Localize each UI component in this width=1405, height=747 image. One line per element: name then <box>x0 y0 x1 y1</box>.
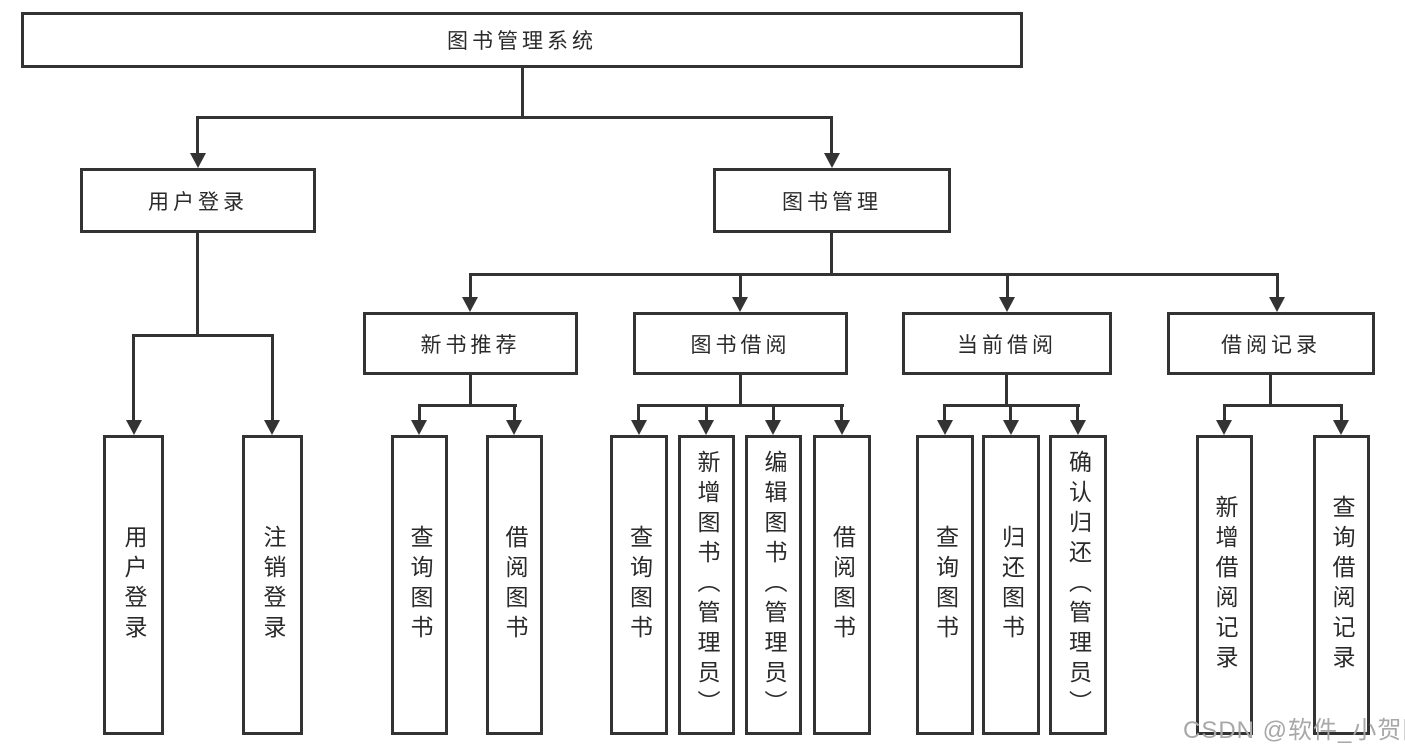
connector-current-borrow-stub <box>1005 375 1008 407</box>
arrowhead-bw-edit <box>765 420 781 435</box>
connector-stem-leaf-user-login <box>132 334 135 420</box>
leaf-logout-label: 注销登录 <box>260 525 286 645</box>
leaf-nb-query-books-label: 查询图书 <box>407 525 433 645</box>
leaf-bw-borrow-books-label: 借阅图书 <box>829 525 856 645</box>
connector-stem-leaf-logout <box>271 334 274 420</box>
arrowhead-cu-query <box>937 420 953 435</box>
arrowhead-borrow-records <box>1269 297 1285 312</box>
connector-borrow-records-hline <box>1223 404 1343 407</box>
leaf-cu-return-books: 归还图书 <box>982 435 1040 735</box>
connector-stem-cu-return <box>1009 404 1012 421</box>
leaf-nb-query-books: 查询图书 <box>391 435 448 735</box>
node-current-borrow-label: 当前借阅 <box>957 333 1057 357</box>
connector-book-borrow-stub <box>739 375 742 407</box>
connector-stem-book-management <box>830 116 833 154</box>
arrowhead-cu-confirm <box>1070 420 1086 435</box>
arrowhead-nb-borrow <box>506 420 522 435</box>
arrowhead-current-borrow <box>999 297 1015 312</box>
leaf-bw-edit-books-admin: 编辑图书（管理员） <box>745 435 802 735</box>
arrowhead-bw-query <box>631 420 647 435</box>
connector-book-borrow-hline <box>637 404 844 407</box>
node-book-borrow: 图书借阅 <box>633 312 848 375</box>
arrowhead-new-book <box>462 297 478 312</box>
leaf-user-login-label: 用户登录 <box>121 525 147 645</box>
node-borrow-records: 借阅记录 <box>1167 312 1375 375</box>
node-root-label: 图书管理系统 <box>447 30 597 53</box>
connector-new-book-hline <box>418 404 517 407</box>
leaf-bw-borrow-books: 借阅图书 <box>813 435 871 735</box>
leaf-logout: 注销登录 <box>242 435 303 735</box>
connector-borrow-records-stub <box>1269 375 1272 407</box>
connector-stem-bw-borrow <box>840 404 843 421</box>
leaf-bw-edit-books-admin-label: 编辑图书（管理员） <box>761 450 787 720</box>
connector-stem-bw-query <box>637 404 640 421</box>
connector-stem-current-borrow <box>1006 273 1009 298</box>
arrowhead-book-borrow <box>732 297 748 312</box>
leaf-cu-query-books: 查询图书 <box>916 435 974 735</box>
arrowhead-leaf-user-login <box>126 420 142 435</box>
arrowhead-bw-add <box>698 420 714 435</box>
connector-stem-new-book <box>469 273 472 298</box>
connector-book-management-stub <box>830 233 833 276</box>
leaf-user-login: 用户登录 <box>103 435 164 735</box>
leaf-rc-query-record-label: 查询借阅记录 <box>1329 495 1355 675</box>
leaf-bw-query-books-label: 查询图书 <box>626 525 653 645</box>
leaf-cu-return-books-label: 归还图书 <box>998 525 1025 645</box>
connector-new-book-stub <box>469 375 472 407</box>
node-borrow-records-label: 借阅记录 <box>1221 333 1321 357</box>
leaf-cu-query-books-label: 查询图书 <box>932 525 959 645</box>
node-current-borrow: 当前借阅 <box>902 312 1112 375</box>
connector-stem-cu-query <box>943 404 946 421</box>
connector-root-stub <box>521 68 524 119</box>
leaf-nb-borrow-books: 借阅图书 <box>486 435 543 735</box>
connector-stem-book-borrow <box>739 273 742 298</box>
node-new-book-recommend: 新书推荐 <box>363 312 578 375</box>
connector-user-login-hline <box>132 334 274 337</box>
connector-stem-rc-add <box>1223 404 1226 421</box>
connector-stem-borrow-records <box>1276 273 1279 298</box>
arrowhead-leaf-logout <box>264 420 280 435</box>
leaf-bw-add-books-admin: 新增图书（管理员） <box>678 435 735 735</box>
arrowhead-cu-return <box>1003 420 1019 435</box>
connector-stem-user-login <box>196 116 199 154</box>
arrowhead-bw-borrow <box>834 420 850 435</box>
arrowhead-rc-add <box>1216 420 1232 435</box>
node-book-management: 图书管理 <box>713 168 951 233</box>
connector-stem-rc-query <box>1340 404 1343 421</box>
leaf-bw-add-books-admin-label: 新增图书（管理员） <box>694 450 720 720</box>
leaf-rc-add-record-label: 新增借阅记录 <box>1212 495 1238 675</box>
connector-stem-cu-confirm <box>1076 404 1079 421</box>
node-user-login: 用户登录 <box>80 168 316 233</box>
arrowhead-book-management <box>824 153 840 168</box>
connector-stem-nb-borrow <box>513 404 516 421</box>
connector-user-login-stub <box>196 233 199 337</box>
connector-level3-hline <box>469 273 1279 276</box>
node-user-login-label: 用户登录 <box>148 190 248 214</box>
node-book-borrow-label: 图书借阅 <box>690 333 791 357</box>
arrowhead-rc-query <box>1333 420 1349 435</box>
node-new-book-recommend-label: 新书推荐 <box>420 333 521 357</box>
connector-stem-nb-query <box>418 404 421 421</box>
leaf-cu-confirm-return-admin: 确认归还（管理员） <box>1049 435 1107 735</box>
leaf-nb-borrow-books-label: 借阅图书 <box>502 525 528 645</box>
connector-stem-bw-edit <box>772 404 775 421</box>
connector-stem-bw-add <box>705 404 708 421</box>
connector-level2-hline <box>196 116 833 119</box>
leaf-rc-add-record: 新增借阅记录 <box>1196 435 1253 735</box>
leaf-bw-query-books: 查询图书 <box>610 435 668 735</box>
node-book-management-label: 图书管理 <box>782 190 882 214</box>
arrowhead-nb-query <box>411 420 427 435</box>
leaf-cu-confirm-return-admin-label: 确认归还（管理员） <box>1065 450 1092 720</box>
leaf-rc-query-record: 查询借阅记录 <box>1313 435 1370 735</box>
csdn-watermark: CSDN @软件_小贺同学 <box>1183 717 1405 744</box>
node-root: 图书管理系统 <box>21 12 1023 68</box>
arrowhead-user-login <box>190 153 206 168</box>
